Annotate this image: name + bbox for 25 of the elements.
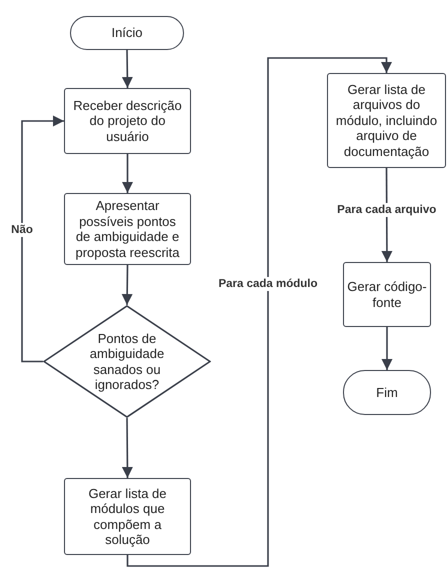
process-box: [64, 193, 191, 265]
edge-label: Não: [11, 223, 33, 238]
arrow: [126, 57, 392, 567]
process-box: [343, 262, 431, 327]
terminal-shape: [70, 16, 184, 50]
arrow: [122, 50, 133, 88]
edge-label: Para cada arquivo: [337, 203, 436, 218]
node-text: Gerar lista de arquivos do módulo, incluindo arquivo de documentação: [334, 82, 438, 160]
node-text: Fim: [376, 384, 398, 400]
terminal-shape: [343, 370, 431, 415]
process-box: [327, 73, 446, 168]
edge-label: Para cada módulo: [218, 276, 318, 291]
node-text: Pontos de ambiguidade sanados ou ignorados?: [88, 330, 166, 392]
arrow: [122, 154, 133, 193]
process-box: [64, 88, 191, 154]
arrow: [382, 327, 392, 370]
node-text: Receber descrição do projeto do usuário: [72, 98, 183, 144]
node-text: Início: [111, 25, 143, 41]
process-box: [64, 478, 191, 555]
node-text: Apresentar possíveis pontos de ambiguidade e proposta reescrita: [74, 198, 181, 260]
node-text: Gerar lista de módulos que compõem a solução: [87, 486, 168, 548]
arrow: [122, 418, 133, 478]
arrow: [122, 264, 133, 306]
arrow: [21, 116, 64, 362]
node-text: Gerar código-fonte: [347, 279, 427, 310]
